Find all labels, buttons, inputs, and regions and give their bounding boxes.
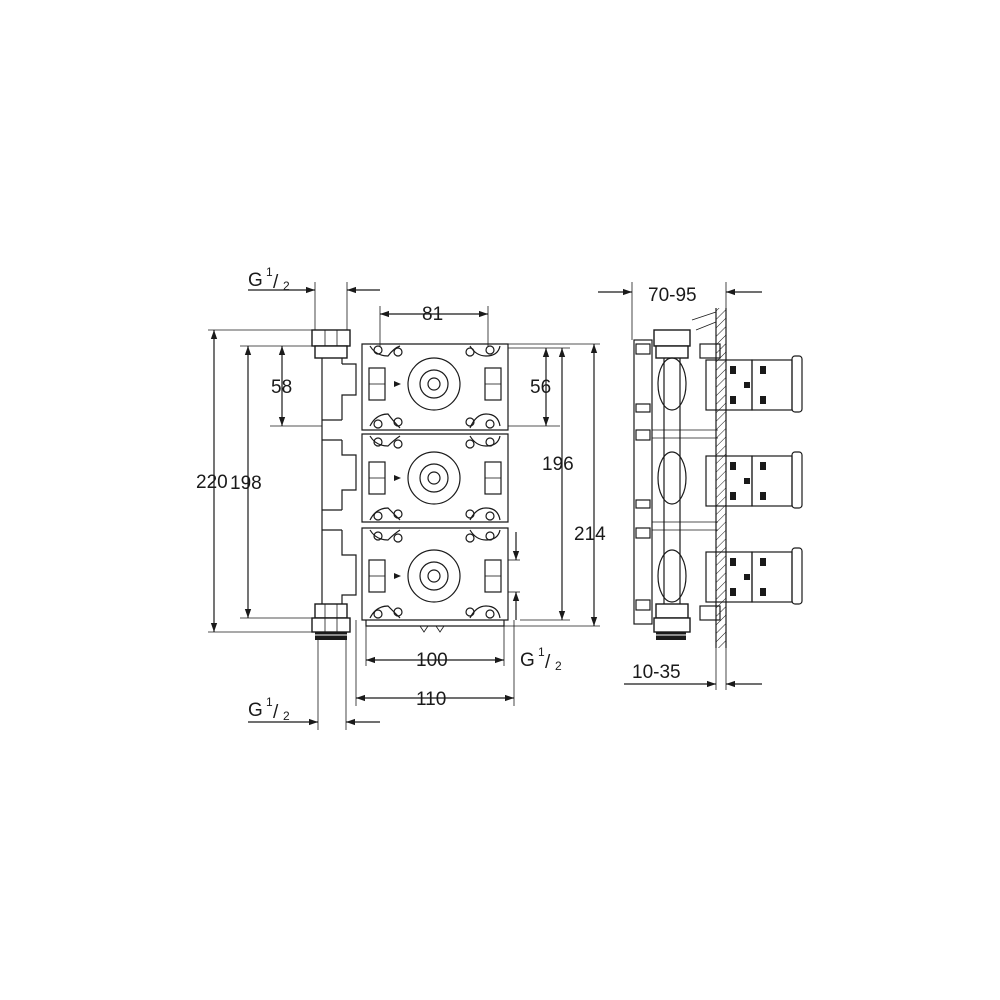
extension-lines (208, 282, 600, 730)
svg-text:2: 2 (283, 279, 290, 293)
dim-10-35: 10-35 (632, 662, 681, 683)
side-frame (633, 339, 721, 625)
svg-text:/: / (545, 652, 551, 673)
valve-module-1 (368, 345, 502, 429)
dim-110: 110 (416, 689, 446, 710)
dimension-lines (210, 286, 598, 726)
supply-pipe (311, 329, 357, 640)
thread-label-top: G 1 / 2 (248, 265, 290, 293)
side-pipe (653, 329, 691, 640)
wall-section (691, 308, 727, 648)
side-dimensions: 70-95 10-35 (598, 282, 762, 690)
svg-text:2: 2 (283, 709, 290, 723)
dim-220: 220 (196, 472, 228, 493)
cartridge-3 (705, 547, 803, 605)
svg-text:1: 1 (266, 695, 273, 709)
dim-214: 214 (574, 524, 606, 545)
valve-module-3 (368, 529, 502, 619)
valve-module-2 (368, 435, 502, 521)
dim-100: 100 (416, 650, 448, 671)
thread-label-right: G 1 / 2 (520, 645, 562, 673)
svg-text:G: G (248, 700, 263, 721)
svg-text:2: 2 (555, 659, 562, 673)
cartridge-2 (705, 451, 803, 509)
thread-label-bottom: G 1 / 2 (248, 695, 290, 723)
svg-text:/: / (273, 272, 279, 293)
dim-81: 81 (422, 304, 443, 325)
dim-56: 56 (530, 377, 551, 398)
dim-70-95: 70-95 (648, 285, 697, 306)
dimension-labels: G 1 / 2 81 220 198 58 56 196 214 100 110… (196, 265, 606, 723)
svg-text:G: G (248, 270, 263, 291)
dim-196: 196 (542, 454, 574, 475)
svg-text:G: G (520, 650, 535, 671)
side-view: 70-95 10-35 (598, 282, 803, 690)
svg-text:/: / (273, 702, 279, 723)
front-view: G 1 / 2 81 220 198 58 56 196 214 100 110… (196, 265, 606, 730)
svg-text:1: 1 (538, 645, 545, 659)
dim-198: 198 (230, 473, 262, 494)
valve-body (361, 343, 509, 633)
cartridge-1 (705, 355, 803, 413)
dim-58: 58 (271, 377, 292, 398)
svg-text:1: 1 (266, 265, 273, 279)
